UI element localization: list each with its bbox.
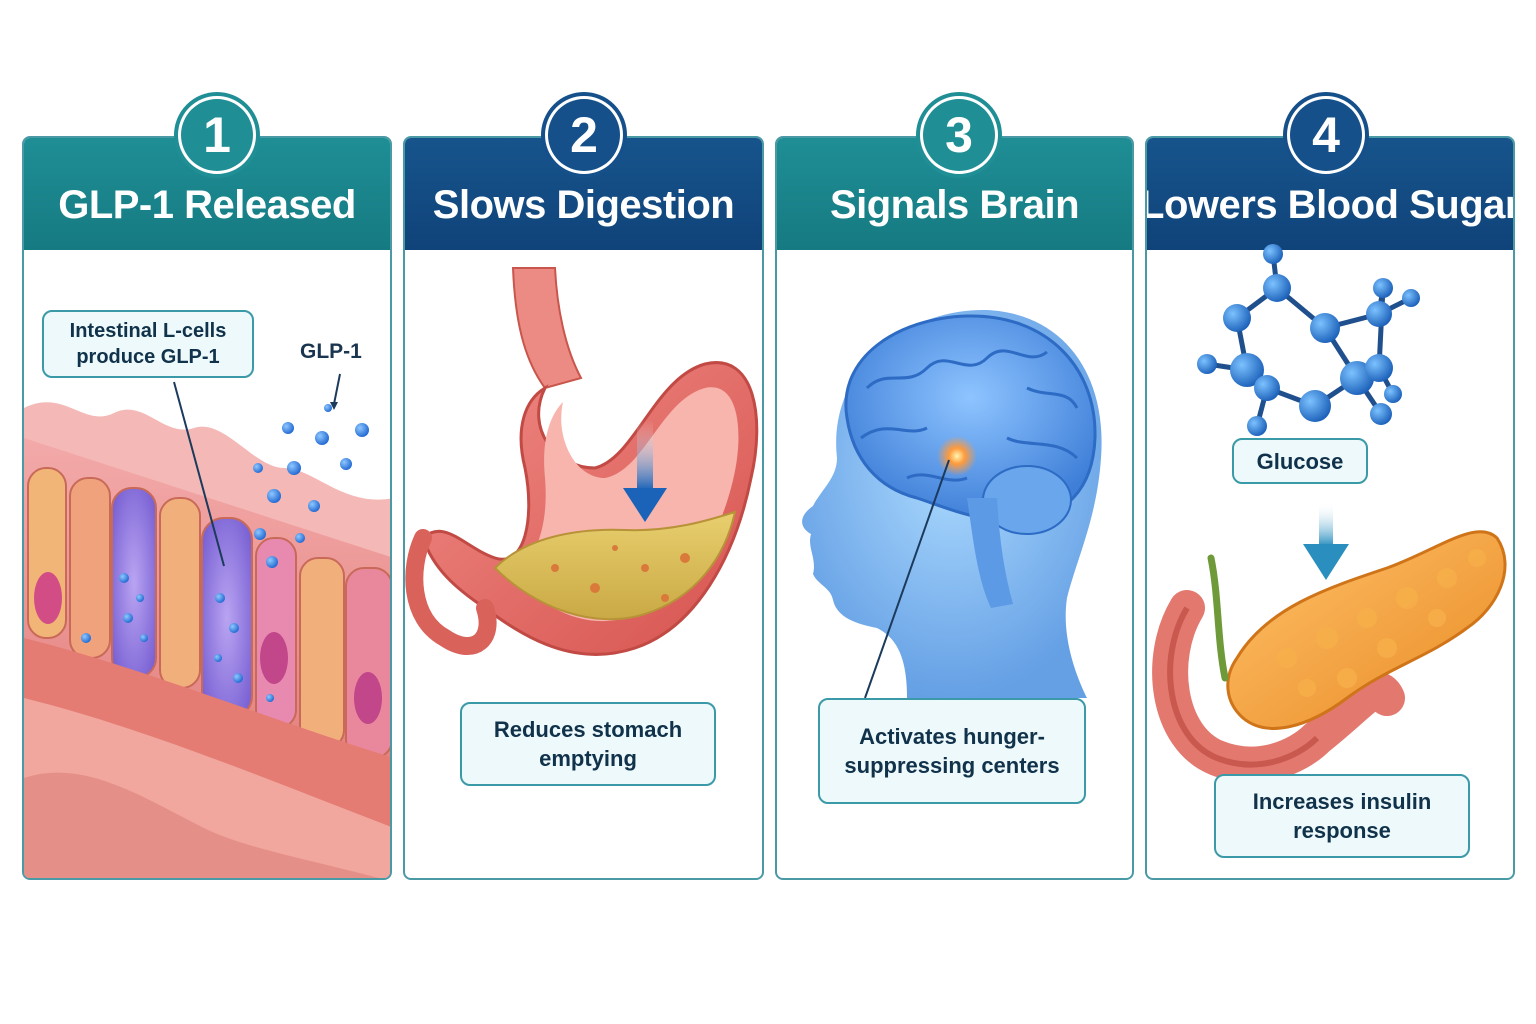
step-1-number-badge: 1 [174,92,260,178]
step-4-panel: Lowers Blood Sugar [1145,136,1515,880]
glucose-label: Glucose [1232,438,1368,484]
step-2-title: Slows Digestion [432,183,735,227]
intestinal-lining-illustration [24,373,390,878]
step-4-header: Lowers Blood Sugar [1147,138,1513,250]
step-3-caption: Activates hunger-suppressing centers [818,698,1086,804]
step-3-number-badge: 3 [916,92,1002,178]
head-brain-illustration [802,309,1102,699]
step-3-number: 3 [923,99,995,171]
step-2-caption: Reduces stomach emptying [460,702,716,786]
step-4-title: Lowers Blood Sugar [1145,183,1515,227]
step-1-glp1-label: GLP-1 [300,340,362,363]
step-1-panel: GLP-1 Released [22,136,392,880]
step-3-title: Signals Brain [829,183,1080,227]
step-1-title: GLP-1 Released [58,183,356,227]
step-4-caption: Increases insulin response [1214,774,1470,858]
step-1-caption: Intestinal L-cells produce GLP-1 [42,310,254,378]
stomach-illustration [405,267,759,656]
step-2-number-badge: 2 [541,92,627,178]
step-4-number: 4 [1290,99,1362,171]
step-4-number-badge: 4 [1283,92,1369,178]
step-2-number: 2 [548,99,620,171]
glucose-pancreas-illustration [1152,244,1507,783]
step-1-number: 1 [181,99,253,171]
